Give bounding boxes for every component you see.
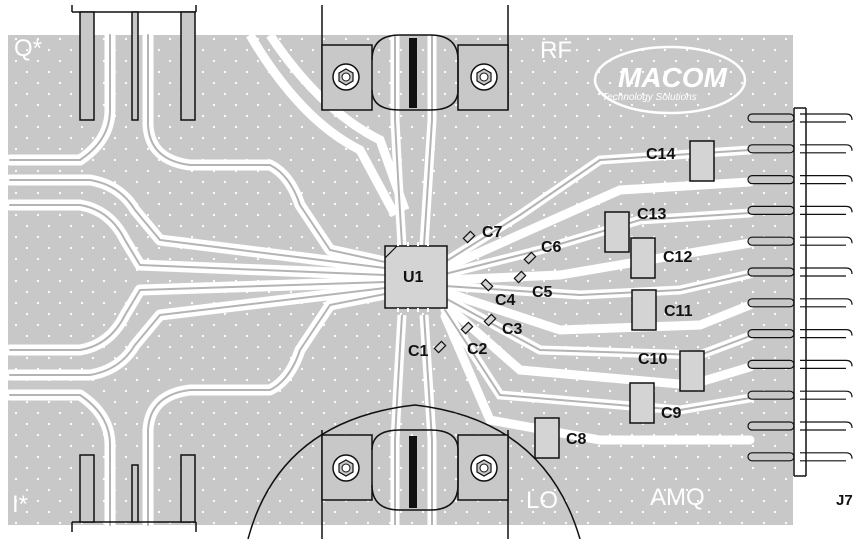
j7-pin: [800, 452, 853, 462]
j7-pin-pad: [747, 144, 795, 154]
label-lo: LO: [526, 487, 558, 514]
j7-pin-pad: [747, 452, 795, 462]
cap-c14: [689, 140, 715, 182]
ref-c7: C7: [482, 224, 503, 241]
ref-c3: C3: [502, 321, 523, 338]
j7-pin-pad: [747, 298, 795, 308]
ref-u1: U1: [403, 269, 424, 286]
screw-icon: [332, 454, 360, 482]
j7-pin: [800, 267, 853, 277]
ref-c11: C11: [664, 303, 693, 320]
logo-tagline: Technology Solutions: [602, 92, 697, 103]
j7-pin: [800, 329, 853, 339]
logo-wordmark: MACOM: [618, 62, 728, 93]
j7-pin: [800, 175, 853, 185]
j7-pin: [800, 421, 853, 431]
cap-c10: [679, 350, 705, 392]
cap-c1: [433, 340, 447, 354]
j7-pin: [800, 390, 853, 400]
ref-c8: C8: [566, 431, 587, 448]
cap-c11: [631, 289, 657, 331]
j7-pin-pad: [747, 421, 795, 431]
cap-c9: [629, 382, 655, 424]
j7-pin-pad: [747, 359, 795, 369]
lo-coax-connector: [247, 404, 581, 539]
label-q-star: Q*: [14, 35, 42, 62]
ref-j7: J7: [836, 492, 853, 509]
q-connector-footprint: [71, 5, 197, 121]
j7-pin-pad: [747, 175, 795, 185]
j7-body: [793, 107, 807, 477]
j7-pin: [800, 144, 853, 154]
cap-c7: [462, 230, 476, 244]
j7-pin-pad: [747, 236, 795, 246]
screw-icon: [470, 454, 498, 482]
j7-pin-pad: [747, 205, 795, 215]
ref-c6: C6: [541, 239, 562, 256]
j7-pin: [800, 359, 853, 369]
cap-c8: [534, 417, 560, 459]
cap-c13: [604, 211, 630, 253]
ref-c2: C2: [467, 341, 488, 358]
cap-c5: [513, 270, 527, 284]
cap-c3: [483, 313, 497, 327]
i-connector-footprint: [71, 454, 197, 532]
cap-c2: [460, 321, 474, 335]
macom-logo: MACOM Technology Solutions: [593, 45, 747, 115]
ref-c5: C5: [532, 284, 553, 301]
label-i-star: I*: [12, 491, 28, 518]
j7-pin: [800, 236, 853, 246]
cap-c12: [630, 237, 656, 279]
label-amq: AMQ: [650, 484, 705, 511]
ref-c1: C1: [408, 343, 429, 360]
rf-coax-connector: [321, 5, 509, 111]
j7-connector: [747, 107, 853, 477]
ref-c4: C4: [495, 292, 516, 309]
cap-c4: [480, 278, 494, 292]
right-traces: [440, 145, 755, 445]
cap-c6: [523, 251, 537, 265]
j7-pin-pad: [747, 267, 795, 277]
screw-icon: [332, 63, 360, 91]
j7-pin: [800, 113, 853, 123]
j7-pin-pad: [747, 113, 795, 123]
ref-c13: C13: [637, 206, 666, 223]
j7-pin-pad: [747, 329, 795, 339]
ref-c10: C10: [638, 351, 667, 368]
ref-c12: C12: [663, 249, 692, 266]
ref-c9: C9: [661, 405, 682, 422]
label-rf: RF: [540, 37, 572, 64]
screw-icon: [470, 63, 498, 91]
left-traces: [4, 29, 391, 531]
j7-pin: [800, 298, 853, 308]
j7-pin: [800, 205, 853, 215]
j7-pin-pad: [747, 390, 795, 400]
rf-lo-feed-traces: [246, 32, 437, 525]
u1-ic: [384, 242, 448, 312]
ref-c14: C14: [646, 146, 675, 163]
